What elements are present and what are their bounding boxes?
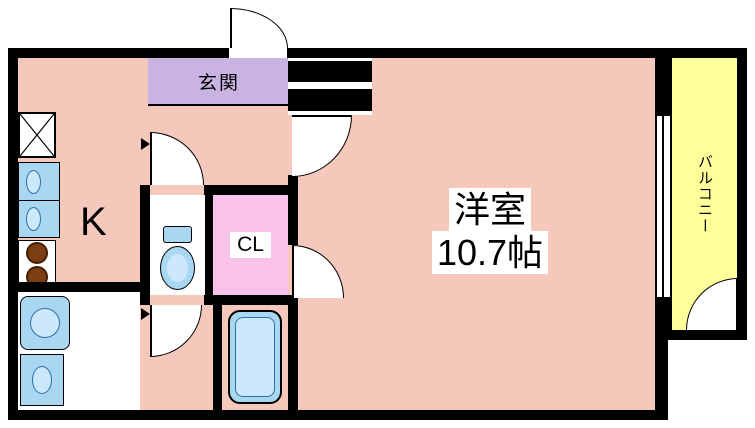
entrance-door-arc bbox=[230, 8, 288, 48]
door-marker-triangle bbox=[141, 138, 150, 150]
wall-closet-top-left bbox=[140, 185, 150, 195]
closet-room: CL bbox=[213, 195, 288, 295]
genkan-step bbox=[148, 104, 290, 106]
wall-balcony-bottom bbox=[655, 330, 747, 340]
wall-toilet-left bbox=[140, 195, 150, 295]
toilet-tank-icon bbox=[163, 226, 192, 243]
shoe-cabinet-shelf bbox=[288, 89, 372, 111]
wall-toilet-closet-divider bbox=[205, 195, 213, 295]
counter-cell bbox=[19, 200, 59, 237]
wall-top-left bbox=[8, 48, 228, 58]
entrance-opening bbox=[228, 48, 288, 58]
wall-top-right bbox=[288, 48, 747, 58]
washer-drum-icon bbox=[30, 308, 60, 338]
wall-balcony-left-lower bbox=[655, 298, 672, 330]
wall-partition-x288-lower bbox=[288, 298, 298, 410]
wall-left bbox=[8, 48, 18, 420]
genkan-label: 玄関 bbox=[197, 73, 240, 94]
wall-right-outer bbox=[737, 48, 747, 340]
genkan-room: 玄関 bbox=[148, 58, 290, 105]
shoe-cabinet-shelf bbox=[288, 61, 372, 82]
counter-cell bbox=[19, 163, 59, 200]
balcony-window bbox=[655, 115, 672, 298]
wall-washroom-bath-divider bbox=[213, 305, 222, 410]
wall-closet-bottom-left bbox=[140, 295, 150, 305]
main-room-size: 10.7帖 bbox=[431, 231, 549, 275]
shoe-cabinet bbox=[288, 58, 372, 115]
wall-kitchen-washroom-divider bbox=[8, 282, 140, 292]
kitchen-range-icon bbox=[18, 112, 56, 158]
wall-balcony-left-upper bbox=[655, 58, 672, 118]
burner-icon bbox=[26, 242, 48, 265]
kitchen-sink-counter bbox=[18, 162, 60, 238]
wall-bottom bbox=[8, 410, 668, 420]
toilet-bowl-icon bbox=[160, 246, 195, 290]
wall-closet-bottom-right bbox=[204, 295, 298, 305]
balcony-label: バルコニー bbox=[696, 154, 713, 234]
bathtub-icon bbox=[228, 310, 282, 404]
closet-label: CL bbox=[230, 232, 271, 258]
sink-basin-icon bbox=[26, 207, 41, 231]
bathtub-inner bbox=[235, 317, 275, 397]
range-cross-icon bbox=[19, 113, 55, 157]
vanity-bowl-icon bbox=[32, 366, 52, 394]
wall-partition-x288-upper bbox=[288, 175, 298, 245]
window-center-line bbox=[662, 116, 664, 297]
main-room-name: 洋室 bbox=[448, 188, 531, 232]
wall-main-right-lower bbox=[655, 330, 668, 410]
sink-basin-icon bbox=[26, 169, 41, 194]
main-room-label: 洋室 10.7帖 bbox=[398, 188, 582, 275]
door-marker-triangle bbox=[141, 308, 150, 320]
toilet-bowl-inner bbox=[167, 254, 188, 282]
kitchen-label: K bbox=[80, 200, 107, 244]
vanity-sink-icon bbox=[20, 354, 64, 406]
wall-closet-top-right bbox=[204, 185, 298, 195]
washing-machine-icon bbox=[20, 296, 70, 350]
